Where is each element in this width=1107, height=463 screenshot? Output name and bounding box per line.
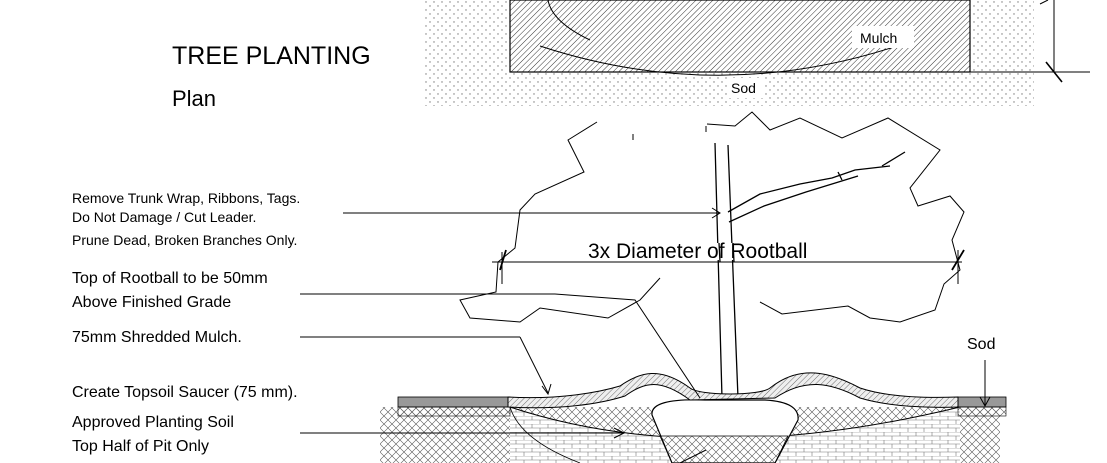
sod-right — [957, 396, 1007, 408]
note-trunk-1: Remove Trunk Wrap, Ribbons, Tags. — [72, 190, 301, 206]
plan-canopy-arc-left — [547, 0, 591, 41]
tree-branch — [727, 165, 891, 223]
plan-mulch-label: Mulch — [860, 30, 898, 46]
plan-sod-label-bg — [728, 78, 764, 98]
dimension-tick-left — [499, 249, 507, 271]
tree-trunk — [714, 142, 739, 399]
planting-pit — [380, 399, 1000, 463]
plan-mulch-label-bg — [852, 26, 914, 48]
plan-view — [424, 0, 1090, 106]
topsoil-left — [397, 406, 511, 417]
note-saucer: Create Topsoil Saucer (75 mm). — [72, 384, 298, 401]
branch-twig — [837, 151, 906, 181]
note-sod: Sod — [967, 336, 996, 353]
plan-dimension-tick — [1045, 61, 1063, 83]
note-trunk-3: Prune Dead, Broken Branches Only. — [72, 232, 298, 248]
leader-mulch-2 — [519, 336, 549, 394]
note-soil-1: Approved Planting Soil — [72, 414, 234, 431]
sod-left — [397, 396, 511, 408]
note-rootball-2: Above Finished Grade — [72, 294, 232, 311]
note-soil-2: Top Half of Pit Only — [72, 438, 209, 455]
drawing-title: TREE PLANTING — [172, 42, 371, 70]
drawing-subtitle: Plan — [172, 86, 217, 111]
note-rootball-1: Top of Rootball to be 50mm — [72, 270, 268, 287]
note-mulch: 75mm Shredded Mulch. — [72, 329, 242, 346]
leader-lines — [300, 207, 991, 439]
plan-canopy-arc-bottom — [539, 44, 901, 76]
plan-sod-label: Sod — [731, 80, 756, 96]
rootball-dimension-label: 3x Diameter of Rootball — [588, 240, 808, 263]
plan-dimension-tick-top — [1039, 0, 1049, 5]
topsoil-right — [957, 406, 1007, 417]
canopy-outline — [459, 111, 965, 323]
mulch-saucer — [507, 372, 959, 409]
leader-rootball-2 — [554, 293, 701, 399]
note-trunk-2: Do Not Damage / Cut Leader. — [72, 209, 257, 225]
dimension-label-bg — [584, 243, 874, 260]
